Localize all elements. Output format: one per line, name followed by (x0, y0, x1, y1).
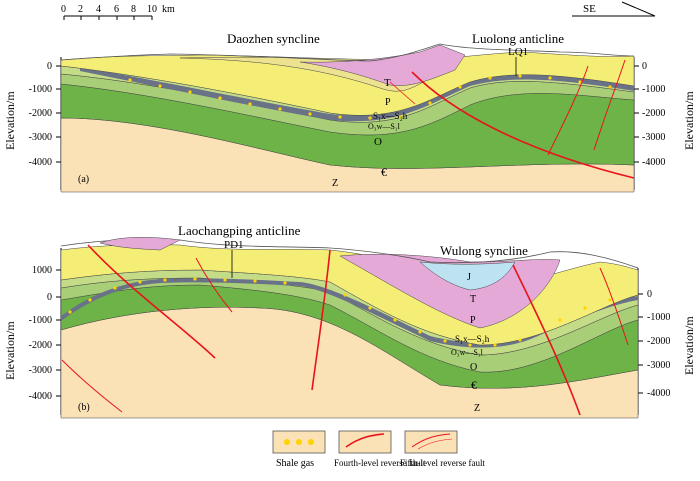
y-tick-right-b: -2000 (647, 336, 670, 347)
panel-label-a: (a) (78, 174, 89, 185)
fifth-level-fault-b-2 (61, 359, 123, 413)
formation-label-s-a: S₁x—S₂h (373, 111, 408, 121)
scale-tick: 8 (131, 4, 136, 15)
shale-gas-dots-b (68, 277, 612, 347)
fault-arrow-icon (417, 438, 453, 450)
section-b: PD1 Laochangping anticline Wulong syncli… (3, 223, 696, 419)
fourth-level-fault-b-2 (311, 249, 331, 391)
formation-label-s-b: S₁x—S₂h (455, 334, 490, 344)
axis-title-left-a: Elevation/m (3, 91, 17, 150)
formation-label-z-a: Z (332, 178, 338, 189)
structure-label-syncline-a: Daozhen syncline (227, 31, 320, 46)
y-tick-right-a: -3000 (642, 132, 665, 143)
structure-label-anticline-b: Laochangping anticline (178, 223, 301, 238)
legend-fourth-fault-swatch (338, 430, 392, 454)
y-tick-left-b: 0 (47, 292, 52, 303)
scale-tick: 10 (147, 4, 157, 15)
scale-tick: 0 (61, 4, 66, 15)
y-tick-right-b: 0 (647, 289, 652, 300)
formation-label-p-b: P (470, 315, 476, 326)
legend-fourth-fault-label: Fourth-level reverse fault (334, 458, 426, 468)
fault-arrow-a (389, 81, 416, 105)
axis-title-right-b: Elevation/m (682, 316, 696, 375)
orientation-label: SE (583, 3, 596, 15)
y-tick-right-b: -4000 (647, 388, 670, 399)
shale-gas-dots-a (128, 74, 612, 120)
formation-label-t-a: T (384, 77, 391, 89)
well-label-a: LQ1 (508, 46, 528, 58)
fourth-level-fault-b-3 (512, 264, 581, 416)
scale-tick: 4 (96, 4, 101, 15)
formation-label-o-b: O (470, 362, 477, 373)
formation-label-ow-b: O₃w—S₁l (451, 348, 484, 357)
y-tick-right-b: -3000 (647, 360, 670, 371)
panel-label-b: (b) (78, 402, 90, 413)
fourth-level-fault-a (411, 71, 635, 179)
y-tick-right-a: -1000 (642, 84, 665, 95)
scale-unit: km (162, 4, 175, 15)
y-tick-left-a: -2000 (29, 108, 52, 119)
well-label-b: PD1 (224, 239, 244, 251)
formation-label-z-b: Z (474, 403, 480, 414)
y-tick-left-a: -1000 (29, 84, 52, 95)
y-tick-left-a: -3000 (29, 132, 52, 143)
formation-t-outcrop-b (99, 237, 181, 251)
y-tick-left-b: -4000 (29, 391, 52, 402)
scale-bar: 0 2 4 6 8 10 km (61, 4, 175, 20)
orientation-marker: SE (572, 1, 656, 17)
fifth-level-fault-b-3 (599, 267, 629, 346)
y-tick-left-a: -4000 (29, 157, 52, 168)
legend: Shale gas Fourth-level reverse fault Fif… (272, 430, 485, 469)
y-tick-left-b: -2000 (29, 340, 52, 351)
formation-label-t-b: T (470, 294, 476, 305)
y-tick-right-a: -4000 (642, 157, 665, 168)
shale-band-a (80, 67, 634, 122)
fifth-level-fault-a (547, 65, 589, 156)
formation-label-o-a: O (374, 136, 382, 148)
y-tick-left-a: 0 (47, 61, 52, 72)
legend-shale-gas-label: Shale gas (276, 458, 314, 469)
axis-title-left-b: Elevation/m (3, 321, 17, 380)
y-tick-right-a: 0 (642, 61, 647, 72)
legend-fifth-fault-label: Fifth-level reverse fault (400, 458, 485, 468)
formation-label-j-b: J (467, 272, 471, 283)
y-tick-right-a: -2000 (642, 108, 665, 119)
scale-tick: 6 (114, 4, 119, 15)
structure-label-syncline-b: Wulong syncline (440, 243, 528, 258)
fifth-level-fault-a-2 (593, 59, 626, 151)
y-tick-left-b: -3000 (29, 365, 52, 376)
formation-label-cambrian-a: € (381, 165, 387, 179)
fourth-level-fault-b-1 (87, 244, 216, 359)
formation-label-ow-a: O₃w—S₁l (368, 122, 401, 131)
fault-icon (411, 433, 451, 448)
topography-a (60, 43, 635, 62)
structure-label-anticline-a: Luolong anticline (472, 31, 564, 46)
formation-label-cambrian-b: € (471, 378, 477, 392)
scale-tick: 2 (78, 4, 83, 15)
section-a: LQ1 Daozhen syncline Luolong anticline T… (3, 31, 696, 193)
axis-title-right-a: Elevation/m (682, 91, 696, 150)
y-tick-right-b: -1000 (647, 312, 670, 323)
y-tick-left-b: 1000 (32, 265, 52, 276)
fault-icon (345, 433, 385, 448)
fifth-level-fault-b-1 (195, 257, 233, 313)
formation-j-b (419, 261, 516, 291)
legend-fifth-fault-swatch (404, 430, 458, 454)
y-tick-left-b: -1000 (29, 315, 52, 326)
formation-label-p-a: P (385, 97, 391, 108)
